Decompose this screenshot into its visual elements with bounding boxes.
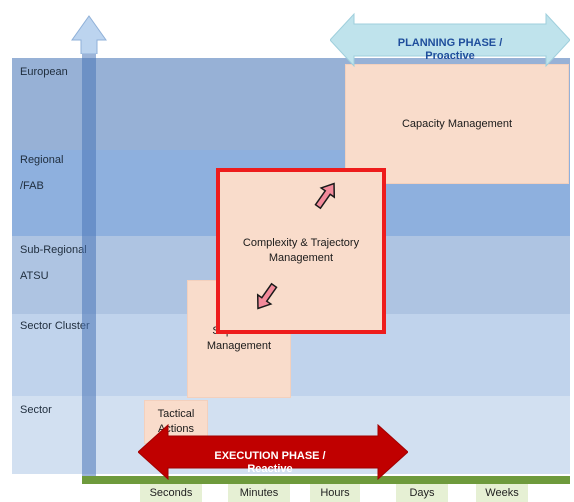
level-label-subregional: Sub-Regional bbox=[20, 244, 87, 256]
execution-phase-line1: EXECUTION PHASE / bbox=[214, 450, 326, 462]
up-right-arrow-icon bbox=[314, 182, 336, 210]
level-band-sector-cluster: Sector Cluster bbox=[12, 314, 570, 396]
timescale-hours: Hours bbox=[310, 484, 360, 502]
up-arrow-icon bbox=[71, 15, 107, 54]
down-left-arrow-icon bbox=[256, 282, 278, 310]
timescale-minutes: Minutes bbox=[228, 484, 290, 502]
execution-phase-label: EXECUTION PHASE / Reactive bbox=[190, 450, 350, 476]
timescale-days: Days bbox=[396, 484, 448, 502]
execution-phase-arrow bbox=[138, 424, 408, 480]
complexity-trajectory-box: Complexity & Trajectory Management bbox=[216, 168, 386, 334]
level-label-sector: Sector bbox=[20, 404, 52, 416]
level-label-regional: Regional bbox=[20, 154, 64, 166]
timescale-seconds: Seconds bbox=[140, 484, 202, 502]
execution-phase-line2: Reactive bbox=[247, 463, 293, 475]
level-sublabel-atsu: ATSU bbox=[20, 270, 49, 282]
timescale-weeks: Weeks bbox=[476, 484, 528, 502]
level-sublabel-fab: /FAB bbox=[20, 180, 44, 192]
complexity-trajectory-label: Complexity & Trajectory Management bbox=[242, 237, 360, 264]
capacity-management-label: Capacity Management bbox=[401, 117, 513, 130]
level-label-sector-cluster: Sector Cluster bbox=[20, 320, 90, 332]
planning-phase-line1: PLANNING PHASE / bbox=[397, 37, 503, 49]
level-label-european: European bbox=[20, 66, 68, 78]
timescale-bar bbox=[82, 476, 570, 484]
capacity-management-box: Capacity Management bbox=[345, 64, 569, 184]
planning-phase-label: PLANNING PHASE / Proactive bbox=[370, 37, 530, 63]
vertical-axis-bar bbox=[82, 48, 96, 482]
planning-phase-arrow bbox=[330, 12, 570, 68]
planning-phase-line2: Proactive bbox=[425, 50, 475, 62]
